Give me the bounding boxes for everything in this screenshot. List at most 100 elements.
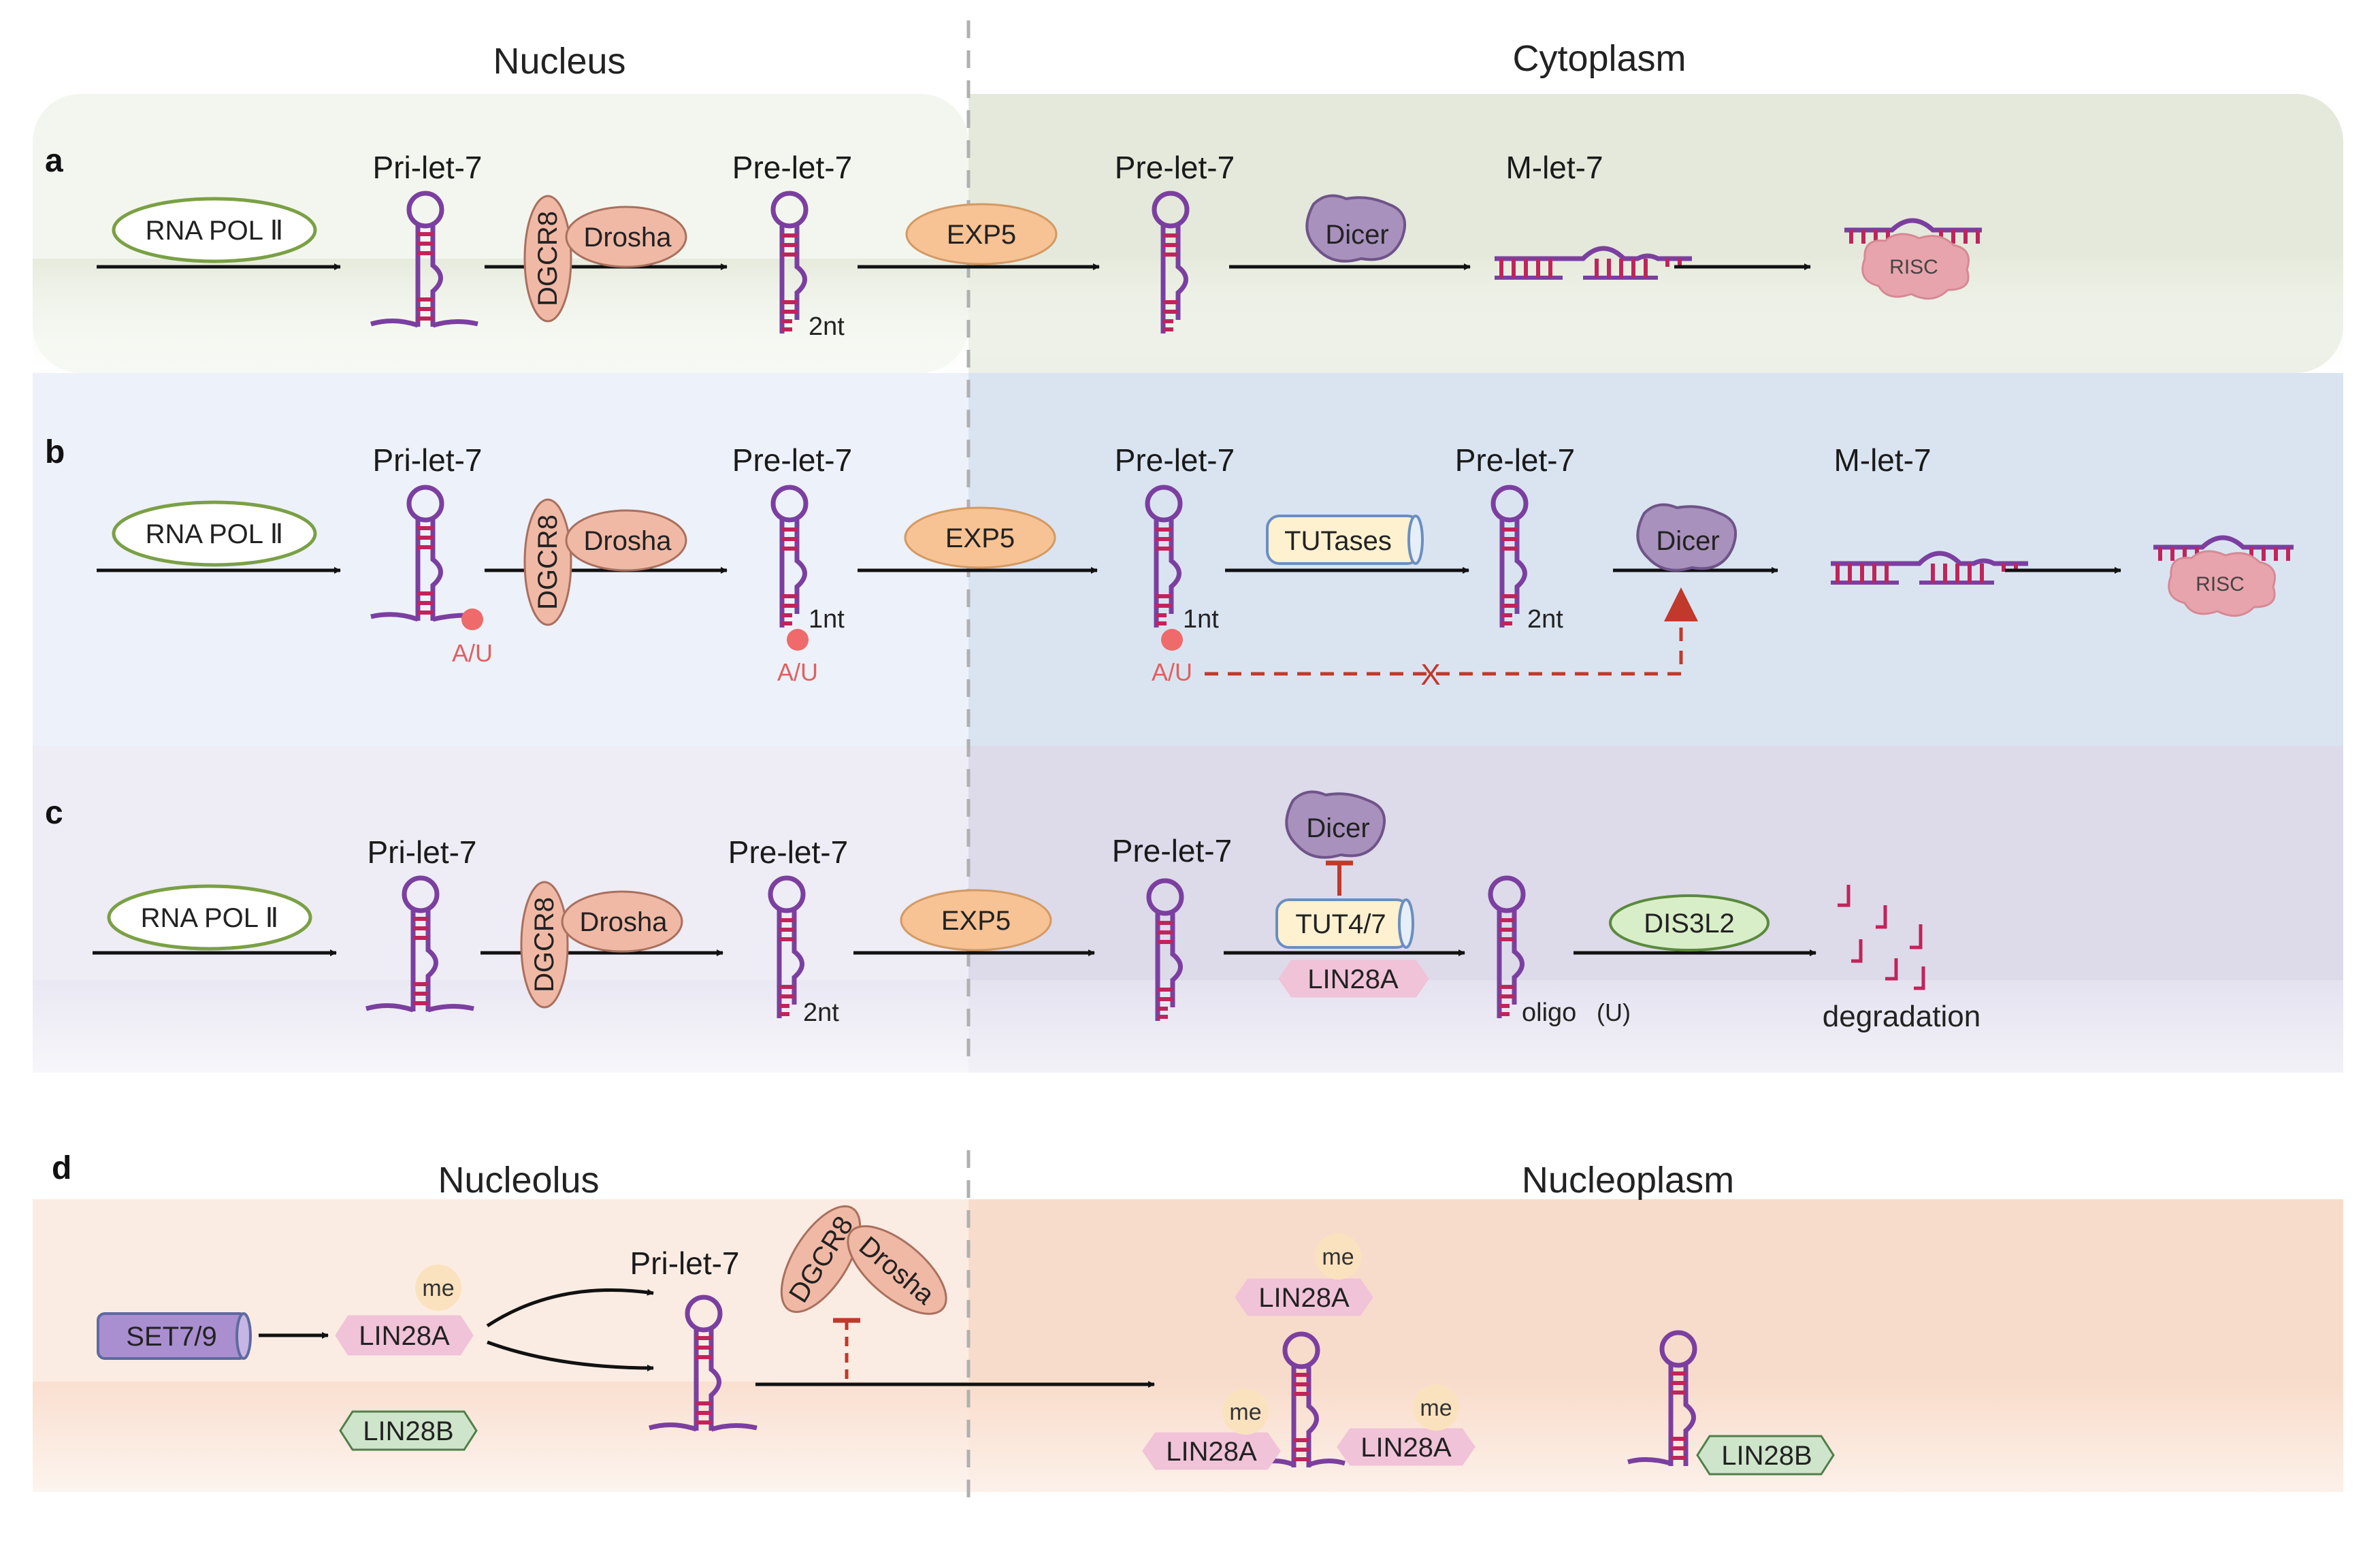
cytoplasm-label: Cytoplasm — [1512, 38, 1686, 79]
pre-let7-cyto-label: Pre-let-7 — [1112, 833, 1232, 868]
pre-let7-uridylated-label: Pre-let-7 — [1455, 442, 1575, 478]
me-badge-top — [1315, 1233, 1361, 1280]
dis3l2 — [1609, 894, 1770, 951]
au-dot-1 — [461, 608, 483, 630]
block-mark: X — [1420, 658, 1440, 691]
exp5 — [905, 203, 1058, 265]
overhang-1nt-cyto-label: 1nt — [1183, 605, 1219, 634]
lin28a-right — [1337, 1428, 1476, 1466]
lin28b-bound-label: LIN28B — [1721, 1441, 1812, 1471]
exp5 — [904, 506, 1056, 569]
drosha-label: Drosha — [584, 223, 672, 253]
drosha-label: Drosha — [580, 907, 668, 937]
dgcr8-label: DGCR8 — [529, 897, 559, 992]
lin28a-left-label: LIN28A — [1166, 1437, 1257, 1467]
pre-let7-nuclear-label: Pre-let-7 — [732, 150, 852, 185]
drosha — [565, 206, 687, 268]
tutases-label: TUTases — [1284, 526, 1392, 556]
pri-let7-label: Pri-let-7 — [372, 442, 482, 478]
panel-a-letter: a — [45, 143, 63, 179]
pri-let7-label: Pri-let-7 — [630, 1246, 739, 1281]
pri-let7-lin28b-tail — [1627, 1457, 1672, 1466]
rna-pol-ii — [107, 884, 312, 951]
arrow-to-pri-upper — [486, 1288, 654, 1328]
lin28a-left — [1142, 1432, 1281, 1470]
drosha — [561, 890, 683, 953]
dicer — [1636, 503, 1737, 572]
oligo-label: oligo — [1522, 998, 1576, 1027]
pri-let7-label: Pri-let-7 — [367, 834, 476, 870]
degradation-label: degradation — [1823, 1000, 1980, 1033]
dgcr8 — [523, 195, 572, 323]
lin28a-label: LIN28A — [1307, 964, 1399, 994]
lin28b-bound — [1696, 1435, 1835, 1476]
mature-let7-label: M-let-7 — [1505, 150, 1603, 185]
pre-let7-nuclear-label: Pre-let-7 — [732, 442, 852, 478]
pre-let7-cyto-label: Pre-let-7 — [1115, 150, 1235, 185]
panel-c-letter: c — [45, 795, 63, 831]
dgcr8 — [520, 881, 569, 1009]
nucleoplasm-label: Nucleoplasm — [1522, 1160, 1734, 1201]
pre-let7-cyto-label: Pre-let-7 — [1115, 442, 1235, 478]
au-label-1: A/U — [452, 639, 493, 667]
dgcr8-label: DGCR8 — [533, 515, 563, 610]
lin28a-right-label: LIN28A — [1360, 1433, 1452, 1463]
set7-9-label: SET7/9 — [126, 1322, 216, 1352]
pri-let7-tails — [370, 318, 478, 328]
me-label-right: me — [1420, 1395, 1452, 1421]
au-label-3: A/U — [1152, 658, 1192, 686]
tut4-7-label: TUT4/7 — [1295, 909, 1386, 939]
rna-pol-ii-label: RNA POL Ⅱ — [141, 903, 279, 933]
exp5-label: EXP5 — [941, 906, 1011, 936]
dis3l2-label: DIS3L2 — [1644, 909, 1734, 939]
pri-let7-label: Pri-let-7 — [372, 150, 482, 185]
panel-d-letter: d — [52, 1150, 71, 1186]
rna-pol-ii — [112, 500, 317, 567]
drosha — [565, 509, 687, 572]
lin28a-methylated — [335, 1315, 474, 1356]
oligo-u-label: (U) — [1597, 998, 1631, 1026]
panel-b-letter: b — [45, 434, 65, 470]
exp5-label: EXP5 — [947, 220, 1016, 250]
nucleolus-label: Nucleolus — [438, 1160, 599, 1201]
rna-pol-ii — [112, 197, 317, 263]
au-dot-3 — [1161, 629, 1183, 651]
rna-pol-ii-label: RNA POL Ⅱ — [146, 216, 284, 246]
lin28a-top-label: LIN28A — [1258, 1283, 1350, 1313]
overhang-2nt-label: 2nt — [809, 312, 845, 341]
overhang-1nt-label: 1nt — [809, 605, 845, 634]
me-badge — [415, 1265, 461, 1311]
panel-b: b RNA POL Ⅱ Pri-let-7 A/U DGCR8 Drosha P… — [45, 434, 2294, 691]
dicer — [1285, 790, 1386, 859]
exp5-label: EXP5 — [945, 523, 1015, 553]
risc-strand — [1844, 218, 1982, 233]
overhang-2nt-label: 2nt — [803, 998, 839, 1027]
panel-c: c RNA POL Ⅱ Pri-let-7 DGCR8 Drosha Pre-l… — [45, 790, 1980, 1033]
lin28b — [339, 1410, 478, 1451]
dgcr8 — [523, 498, 572, 626]
pri-let7-tails — [365, 1003, 474, 1013]
me-label: me — [422, 1275, 454, 1301]
mature-let7-label: M-let-7 — [1833, 442, 1931, 478]
risc-complex — [2168, 550, 2276, 617]
panel-backgrounds — [33, 94, 2343, 1492]
arrow-to-pri-lower — [487, 1340, 654, 1371]
dicer-label: Dicer — [1325, 220, 1388, 250]
lin28a — [1278, 960, 1429, 998]
me-label-top: me — [1322, 1244, 1354, 1270]
me-badge-right — [1413, 1384, 1459, 1431]
lin28b-label: LIN28B — [363, 1416, 453, 1446]
me-label-left: me — [1229, 1399, 1261, 1425]
au-dot-2 — [787, 629, 809, 651]
risc-complex — [1861, 233, 1970, 300]
panel-d: d SET7/9 LIN28A me LIN28B Pri-let-7 DGCR… — [52, 1150, 1835, 1476]
rna-pol-ii-label: RNA POL Ⅱ — [146, 519, 284, 549]
risc-label: RISC — [1889, 256, 1938, 278]
drosha-label: Drosha — [584, 526, 672, 556]
dgcr8-label: DGCR8 — [533, 211, 563, 306]
pre-let7-nuclear-label: Pre-let-7 — [728, 834, 848, 870]
panel-a: a RNA POL Ⅱ Pri-let-7 DGCR8 Drosha Pre-l… — [45, 143, 1982, 341]
exp5 — [900, 889, 1052, 951]
dicer-label: Dicer — [1656, 526, 1719, 556]
